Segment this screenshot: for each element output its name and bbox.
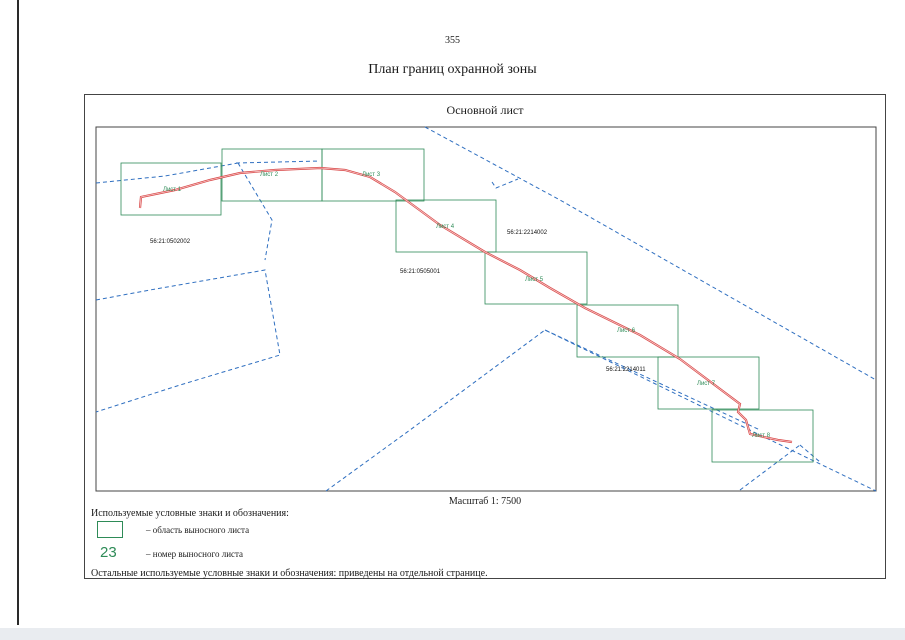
boundary-lines	[95, 126, 877, 492]
scan-edge-shade	[0, 628, 905, 640]
sheet-label: Лист 7	[697, 381, 716, 387]
cadastral-label: 56:21:2214011	[606, 367, 646, 373]
cadastral-label: 56:21:2214002	[507, 230, 548, 236]
boundary-line	[235, 160, 321, 164]
sheet-frame[interactable]	[321, 148, 425, 202]
route-line	[138, 166, 793, 444]
legend-heading: Используемые условные знаки и обозначени…	[91, 508, 289, 519]
sheet-frames	[120, 148, 814, 463]
sheet-frame[interactable]	[484, 251, 588, 305]
boundary-line	[424, 126, 877, 381]
boundary-line	[95, 162, 239, 184]
map-frame	[84, 94, 886, 579]
cadastral-label: 56:21:0505001	[400, 269, 441, 275]
route-outline	[138, 166, 793, 444]
boundary-line	[237, 162, 273, 261]
legend-sheet-area-label: – область выносного листа	[146, 525, 250, 535]
main-sheet-title: Основной лист	[446, 103, 524, 117]
sheet-label: Лист 8	[752, 433, 771, 439]
sheet-frame[interactable]	[711, 409, 814, 463]
sheet-frame[interactable]	[657, 356, 760, 410]
boundary-line	[799, 444, 821, 463]
sheet-frame[interactable]	[395, 199, 497, 253]
sheet-label: Лист 4	[436, 224, 455, 230]
scale-caption: Масштаб 1: 7500	[448, 496, 522, 507]
legend-sheet-number-sample: 23	[100, 544, 117, 561]
sheet-label: Лист 1	[163, 187, 182, 193]
sheet-label: Лист 6	[617, 328, 636, 334]
boundary-line	[739, 444, 801, 491]
sheet-frame[interactable]	[576, 304, 679, 358]
map-viewport-border	[95, 126, 877, 492]
footnote: Остальные используемые условные знаки и …	[91, 568, 488, 579]
page-title: План границ охранной зоны	[368, 62, 537, 77]
binding-margin-line	[17, 0, 19, 625]
sheet-label: Лист 3	[362, 172, 381, 178]
legend-sheet-area-swatch	[97, 521, 123, 538]
sheet-label: Лист 2	[260, 172, 279, 178]
page-number: 355	[445, 35, 460, 46]
boundary-line	[95, 269, 281, 413]
sheet-frame[interactable]	[120, 162, 222, 216]
cadastral-label: 56:21:0502002	[150, 239, 191, 245]
boundary-line	[491, 178, 519, 189]
boundary-line	[325, 329, 877, 492]
legend-sheet-number-label: – номер выносного листа	[146, 549, 244, 559]
route-core	[139, 167, 793, 443]
boundary-line	[544, 329, 761, 431]
sheet-label: Лист 5	[525, 277, 544, 283]
